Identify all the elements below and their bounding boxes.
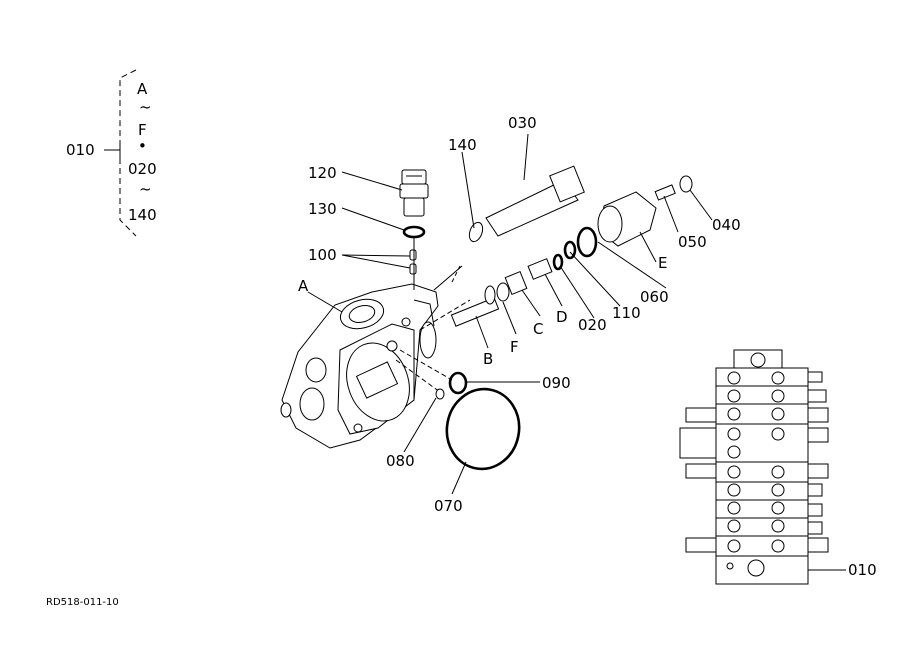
valve-stack-inset [679, 349, 846, 585]
callout-050: 050 [678, 233, 707, 251]
group-bracket: 010 A ~ F • 020 ~ 140 [66, 69, 157, 237]
callout-d: D [556, 308, 568, 326]
bracket-item: 140 [128, 206, 157, 224]
bracket-item: ~ [139, 180, 152, 198]
o-rings [435, 371, 521, 471]
valve-body [280, 283, 471, 449]
callout-070: 070 [434, 497, 463, 515]
callout-b: B [483, 350, 493, 368]
plug-assembly [399, 169, 429, 290]
callout-c: C [533, 320, 543, 338]
callout-a: A [298, 277, 309, 295]
main-spool [468, 165, 585, 243]
callout-e: E [658, 254, 667, 272]
callout-030: 030 [508, 114, 537, 132]
bracket-item: A [137, 80, 148, 98]
end-cap-assembly [597, 175, 693, 247]
callout-f: F [510, 338, 519, 356]
callout-110: 110 [612, 304, 641, 322]
callout-labels: 030 140 120 130 100 A 040 050 E 060 110 … [298, 114, 877, 579]
callout-120: 120 [308, 164, 337, 182]
drawing-code: RD518-011-10 [46, 597, 119, 608]
callout-080: 080 [386, 452, 415, 470]
callout-040: 040 [712, 216, 741, 234]
callout-140: 140 [448, 136, 477, 154]
callout-010-inset: 010 [848, 561, 877, 579]
spool-assembly [433, 226, 598, 327]
bracket-item: ~ [139, 98, 152, 116]
leader-lines [307, 133, 713, 495]
callout-130: 130 [308, 200, 337, 218]
callout-060: 060 [640, 288, 669, 306]
bracket-item: 020 [128, 160, 157, 178]
bracket-group-ref: 010 [66, 141, 95, 159]
callout-020: 020 [578, 316, 607, 334]
bracket-item: • [138, 137, 147, 155]
callout-090: 090 [542, 374, 571, 392]
callout-100: 100 [308, 246, 337, 264]
bracket-item: F [138, 121, 147, 139]
